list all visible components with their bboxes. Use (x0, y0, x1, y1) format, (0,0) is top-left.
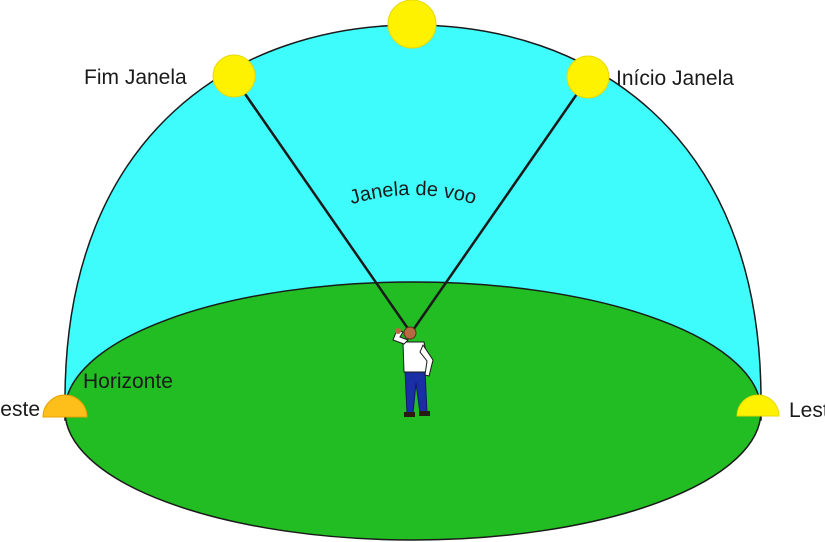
person-looking-up-icon (392, 326, 434, 417)
sun-icon-fim (212, 54, 256, 98)
sun-icon-zenith (387, 0, 437, 49)
sight-line-inicio (409, 77, 590, 334)
label-oeste: Oeste (0, 398, 40, 421)
sun-rising-icon-leste (736, 394, 780, 417)
label-horizonte: Horizonte (83, 370, 173, 393)
sun-setting-icon-oeste (42, 394, 88, 418)
label-leste: Leste (789, 399, 825, 422)
label-fim-janela: Fim Janela (84, 66, 187, 89)
label-inicio-janela: Início Janela (616, 67, 734, 90)
sight-line-fim (232, 77, 413, 334)
sun-icon-inicio (566, 55, 610, 99)
